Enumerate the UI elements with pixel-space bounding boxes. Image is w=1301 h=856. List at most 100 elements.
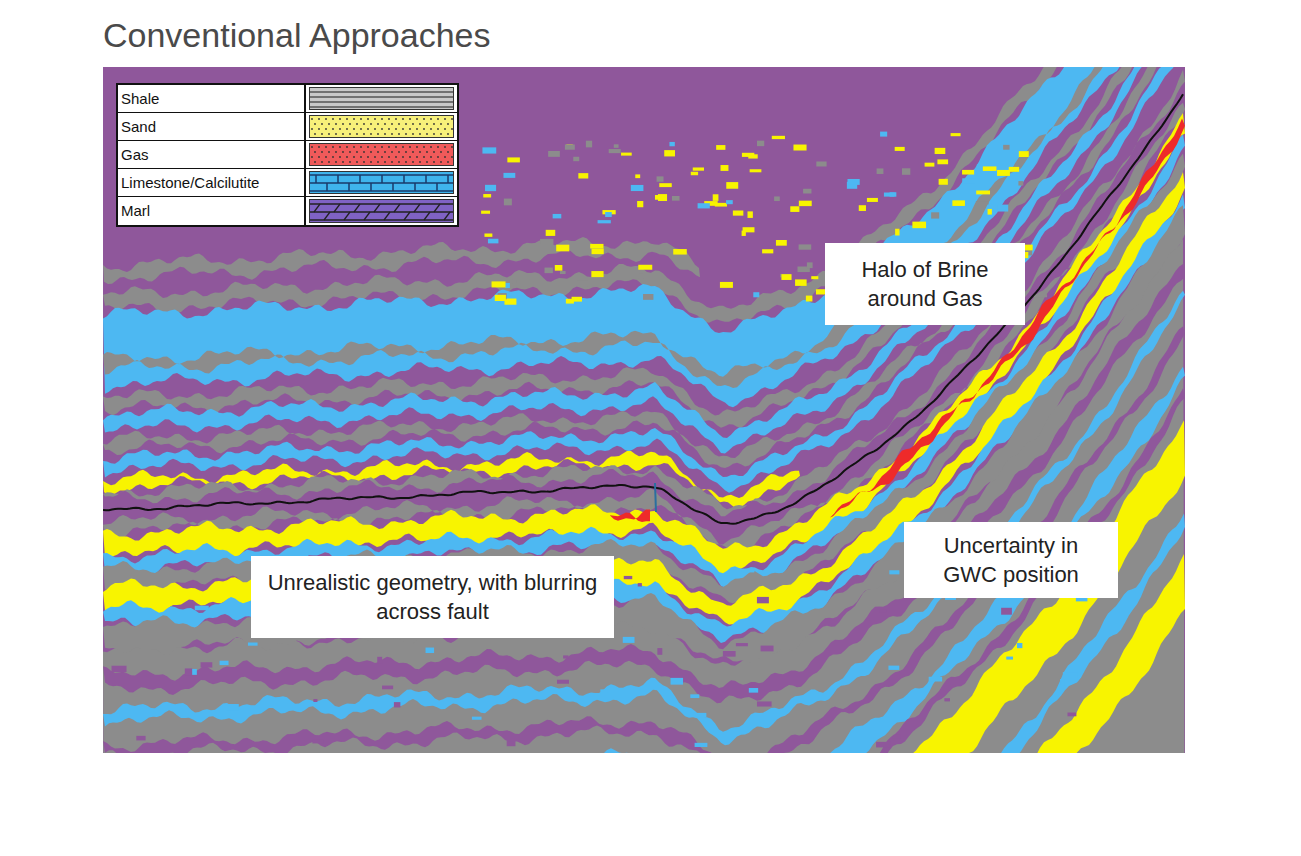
seismic-speckle (726, 182, 738, 189)
seismic-speckle (750, 169, 762, 172)
seismic-speckle (795, 279, 807, 285)
seismic-speckle (657, 176, 664, 181)
seismic-speckle (723, 651, 736, 657)
seismic-speckle (546, 230, 556, 236)
seismic-speckle (623, 637, 635, 643)
seismic-speckle (799, 201, 812, 206)
seismic-speckle (227, 704, 239, 711)
seismic-speckle (586, 141, 592, 148)
seismic-speckle (962, 170, 974, 175)
seismic-speckle (472, 717, 482, 720)
seismic-speckle (976, 190, 990, 194)
seismic-speckle (1003, 145, 1009, 150)
seismic-speckle (572, 297, 582, 302)
swatch-pattern (310, 116, 454, 138)
legend-label: Shale (118, 85, 306, 112)
seismic-speckle (693, 167, 704, 170)
seismic-speckle (382, 686, 393, 690)
lithology-band (103, 367, 1185, 753)
seismic-speckle (505, 283, 510, 288)
page-title: Conventional Approaches (103, 16, 491, 55)
seismic-speckle (877, 168, 884, 174)
seismic-speckle (635, 174, 640, 178)
seismic-speckle (1024, 245, 1033, 251)
seismic-speckle (931, 212, 939, 218)
seismic-speckle (816, 289, 825, 294)
seismic-speckle (902, 168, 910, 174)
lithology-band (103, 388, 1185, 753)
legend-swatch (309, 199, 454, 223)
seismic-speckle (847, 179, 859, 185)
seismic-speckle (790, 206, 799, 212)
seismic-speckle (772, 136, 785, 139)
seismic-speckle (1017, 643, 1022, 648)
seismic-speckle (426, 648, 435, 653)
seismic-speckle (195, 606, 209, 611)
seismic-speckle (811, 276, 818, 279)
seismic-speckle (721, 165, 729, 171)
seismic-speckle (555, 265, 563, 271)
seismic-speckle (565, 144, 575, 149)
callout-box: Uncertainty in GWC position (904, 522, 1118, 598)
seismic-speckle (313, 699, 317, 702)
callout-box: Halo of Brine around Gas (825, 243, 1025, 325)
seismic-speckle (591, 271, 603, 277)
legend-swatch (309, 143, 454, 166)
lithology-band (103, 134, 1185, 587)
seismic-speckle (859, 205, 866, 211)
seismic-speckle (659, 183, 671, 187)
seismic-speckle (545, 268, 553, 274)
callout-text: Unrealistic geometry, with blurring acro… (263, 568, 602, 626)
seismic-speckle (884, 193, 895, 197)
seismic-speckle (504, 199, 512, 206)
seismic-speckle (488, 239, 498, 244)
seismic-speckle (803, 189, 811, 194)
seismic-speckle (807, 262, 813, 268)
seismic-speckle (742, 231, 746, 236)
seismic-speckle (605, 212, 612, 217)
seismic-speckle (753, 292, 759, 297)
seismic-speckle (716, 145, 725, 150)
seismic-speckle (929, 677, 942, 682)
seismic-speckle (774, 196, 780, 201)
seismic-speckle (713, 194, 719, 201)
seismic-speckle (939, 179, 948, 185)
legend-label: Limestone/Calcilutite (118, 169, 306, 196)
seismic-speckle (483, 194, 491, 197)
seismic-speckle (912, 222, 926, 229)
seismic-speckle (643, 294, 653, 300)
seismic-speckle (1063, 672, 1078, 678)
seismic-speckle (742, 153, 754, 157)
seismic-speckle (983, 166, 997, 171)
seismic-speckle (1019, 151, 1029, 157)
seismic-speckle (1001, 608, 1012, 615)
seismic-speckle (733, 211, 743, 216)
seismic-speckle (638, 583, 642, 586)
seismic-speckle (312, 740, 323, 744)
seismic-speckle (655, 195, 663, 200)
seismic-speckle (757, 597, 769, 603)
seismic-speckle (220, 661, 229, 665)
seismic-speckle (598, 220, 611, 223)
seismic-speckle (563, 655, 568, 658)
seismic-speckle (1060, 679, 1065, 685)
seismic-speckle (888, 666, 899, 670)
fault-line (655, 483, 656, 512)
seismic-speckle (492, 281, 506, 287)
swatch-pattern (310, 144, 454, 166)
legend-swatch (309, 87, 454, 110)
seismic-speckle (726, 200, 733, 204)
seismic-speckle (548, 151, 560, 157)
seismic-speckle (876, 742, 890, 748)
legend-row: Marl (118, 197, 457, 225)
seismic-speckle (793, 145, 806, 151)
lithology-band (103, 154, 1185, 604)
seismic-speckle (698, 203, 710, 208)
seismic-speckle (540, 239, 553, 245)
seismic-speckle (578, 173, 588, 178)
seismic-speckle (557, 680, 569, 684)
seismic-speckle (631, 185, 644, 191)
swatch-pattern (310, 172, 454, 194)
seismic-speckle (513, 279, 517, 283)
seismic-speckle (757, 701, 772, 706)
